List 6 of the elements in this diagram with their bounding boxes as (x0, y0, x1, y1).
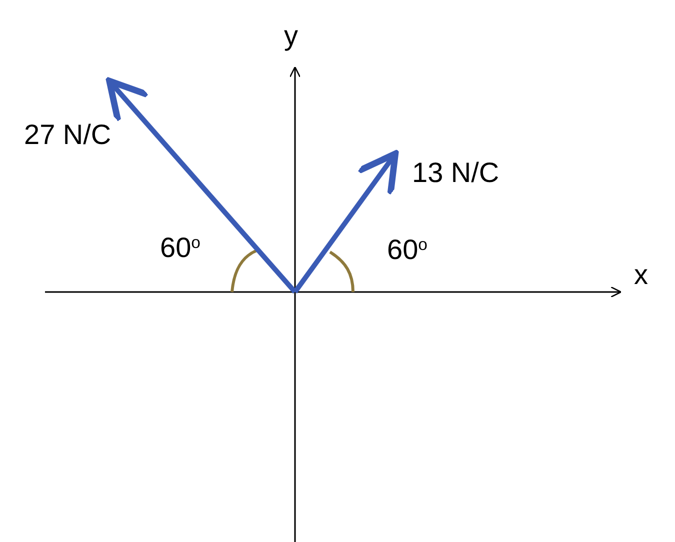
angle-label: 60$^{o}$ (160, 234, 200, 262)
axis-label: x (634, 261, 648, 289)
angle-label: 60$^{o}$ (387, 236, 428, 264)
axis-label: y (284, 22, 298, 50)
vector-label: 13 N/C (412, 159, 500, 187)
vector-label: 27 N/C (24, 121, 112, 149)
